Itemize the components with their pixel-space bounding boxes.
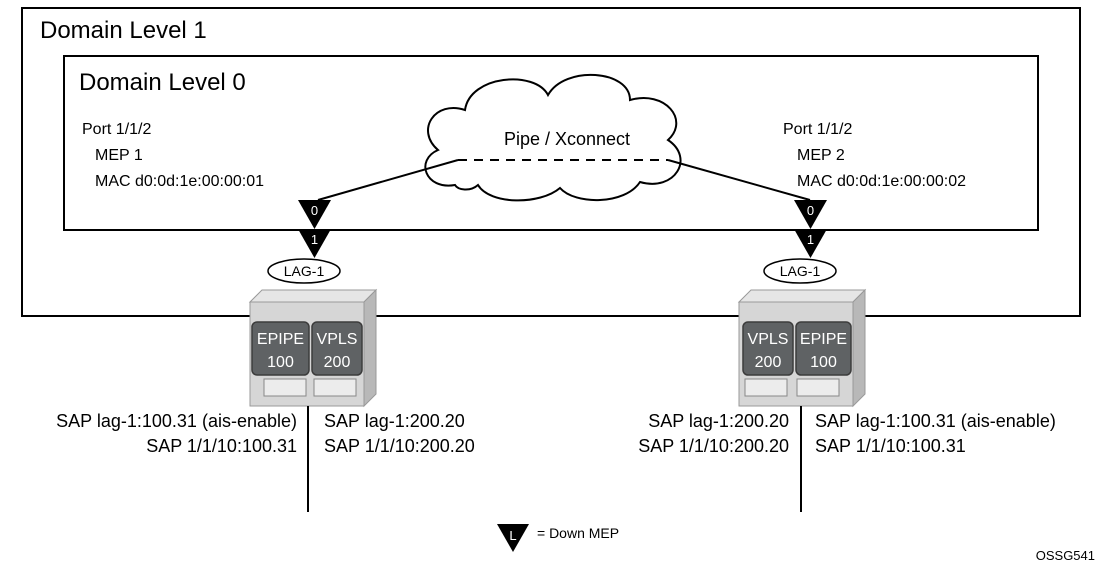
left-mac-label: MAC d0:0d:1e:00:00:01 [95, 173, 264, 190]
right-switch-icon [737, 288, 867, 408]
right-lag-label: LAG-1 [780, 263, 821, 279]
right-down-mep-level-1-icon: 1 [794, 229, 827, 258]
right-service-a-name: VPLS [748, 331, 789, 348]
left-sap-epipe-1: SAP lag-1:100.31 (ais-enable) [56, 411, 297, 431]
left-sap-vpls-1: SAP lag-1:200.20 [324, 411, 465, 431]
left-service-a-name: EPIPE [257, 331, 304, 348]
right-mac-label: MAC d0:0d:1e:00:00:02 [797, 173, 966, 190]
left-pipe-link [317, 159, 459, 201]
left-vpls-box [311, 321, 363, 376]
pipe-xconnect-cloud [424, 74, 682, 202]
left-down-mep-level-0-icon: 0 [298, 200, 331, 229]
left-service-b-name: VPLS [317, 331, 358, 348]
right-service-a-id: 200 [755, 354, 782, 371]
legend-down-mep-icon: L [497, 524, 529, 552]
legend-label: = Down MEP [537, 525, 619, 541]
right-pipe-link [667, 159, 811, 201]
left-lag-ellipse [267, 258, 341, 284]
svg-text:1: 1 [807, 232, 814, 247]
right-port-label: Port 1/1/2 [783, 121, 852, 138]
right-epipe-box [795, 321, 852, 376]
left-service-b-id: 200 [324, 354, 351, 371]
svg-text:L: L [509, 528, 516, 543]
left-mep-label: MEP 1 [95, 147, 143, 164]
domain-level-0-box [63, 55, 1039, 231]
right-service-b-name: EPIPE [800, 331, 847, 348]
right-down-mep-level-0-icon: 0 [794, 200, 827, 229]
right-lag-ellipse [763, 258, 837, 284]
left-down-mep-level-1-icon: 1 [298, 229, 331, 258]
right-mep-label: MEP 2 [797, 147, 845, 164]
figure-id: OSSG541 [1036, 548, 1095, 563]
right-sap-epipe-1: SAP lag-1:100.31 (ais-enable) [815, 411, 1056, 431]
left-lag-label: LAG-1 [284, 263, 325, 279]
domain-level-1-label: Domain Level 1 [40, 17, 207, 44]
domain-level-1-box [21, 7, 1081, 317]
right-sap-vpls-2: SAP 1/1/10:200.20 [638, 436, 789, 456]
left-port-label: Port 1/1/2 [82, 121, 151, 138]
left-epipe-box [251, 321, 310, 376]
right-service-b-id: 100 [810, 354, 837, 371]
svg-text:0: 0 [311, 203, 318, 218]
cloud-label: Pipe / Xconnect [504, 129, 630, 149]
left-service-a-id: 100 [267, 354, 294, 371]
right-sap-vpls-1: SAP lag-1:200.20 [648, 411, 789, 431]
left-sap-epipe-2: SAP 1/1/10:100.31 [146, 436, 297, 456]
left-sap-vpls-2: SAP 1/1/10:200.20 [324, 436, 475, 456]
right-sap-epipe-2: SAP 1/1/10:100.31 [815, 436, 966, 456]
left-switch-icon [248, 288, 378, 408]
svg-text:0: 0 [807, 203, 814, 218]
domain-level-0-label: Domain Level 0 [79, 69, 246, 96]
right-vpls-box [742, 321, 794, 376]
svg-text:1: 1 [311, 232, 318, 247]
